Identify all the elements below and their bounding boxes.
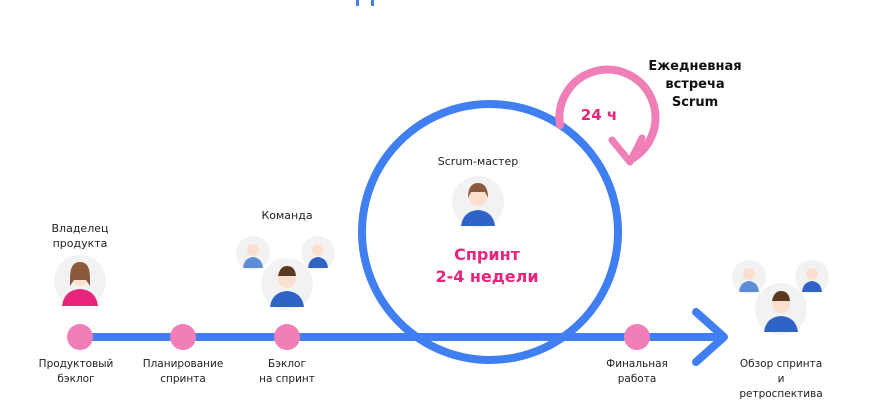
sprint-duration: 2-4 недели [435, 267, 539, 286]
daily-loop-arrow [555, 65, 660, 164]
scrum-master-avatar [452, 176, 504, 228]
arrow-head-icon [692, 308, 728, 366]
title-fragment [356, 0, 359, 6]
product-owner-label: Владелец продукта [51, 222, 109, 250]
team-label: Команда [261, 209, 313, 222]
daily-arrow-head-icon [608, 134, 646, 166]
owner-avatar [54, 255, 106, 307]
step-label: Бэклог на спринт [259, 358, 315, 385]
step-label: Обзор спринта и ретроспектива [739, 358, 823, 400]
daily-hours: 24 ч [580, 106, 618, 124]
title-fragment [371, 0, 374, 6]
step-dot [170, 324, 196, 350]
step-dot [274, 324, 300, 350]
team-avatar [236, 236, 335, 310]
daily-scrum-label: Ежедневная встреча Scrum [648, 59, 742, 110]
step-dot [624, 324, 650, 350]
step-dot [67, 324, 93, 350]
review-avatars [732, 260, 829, 335]
step-label: Планирование спринта [142, 358, 224, 385]
step-label: Финальная работа [606, 358, 668, 385]
step-dots [67, 324, 650, 350]
scrum-master-label: Scrum-мастер [437, 155, 519, 168]
sprint-title: Спринт [454, 245, 520, 264]
step-label: Продуктовый бэклог [38, 358, 114, 385]
sprint-loop [358, 100, 622, 364]
